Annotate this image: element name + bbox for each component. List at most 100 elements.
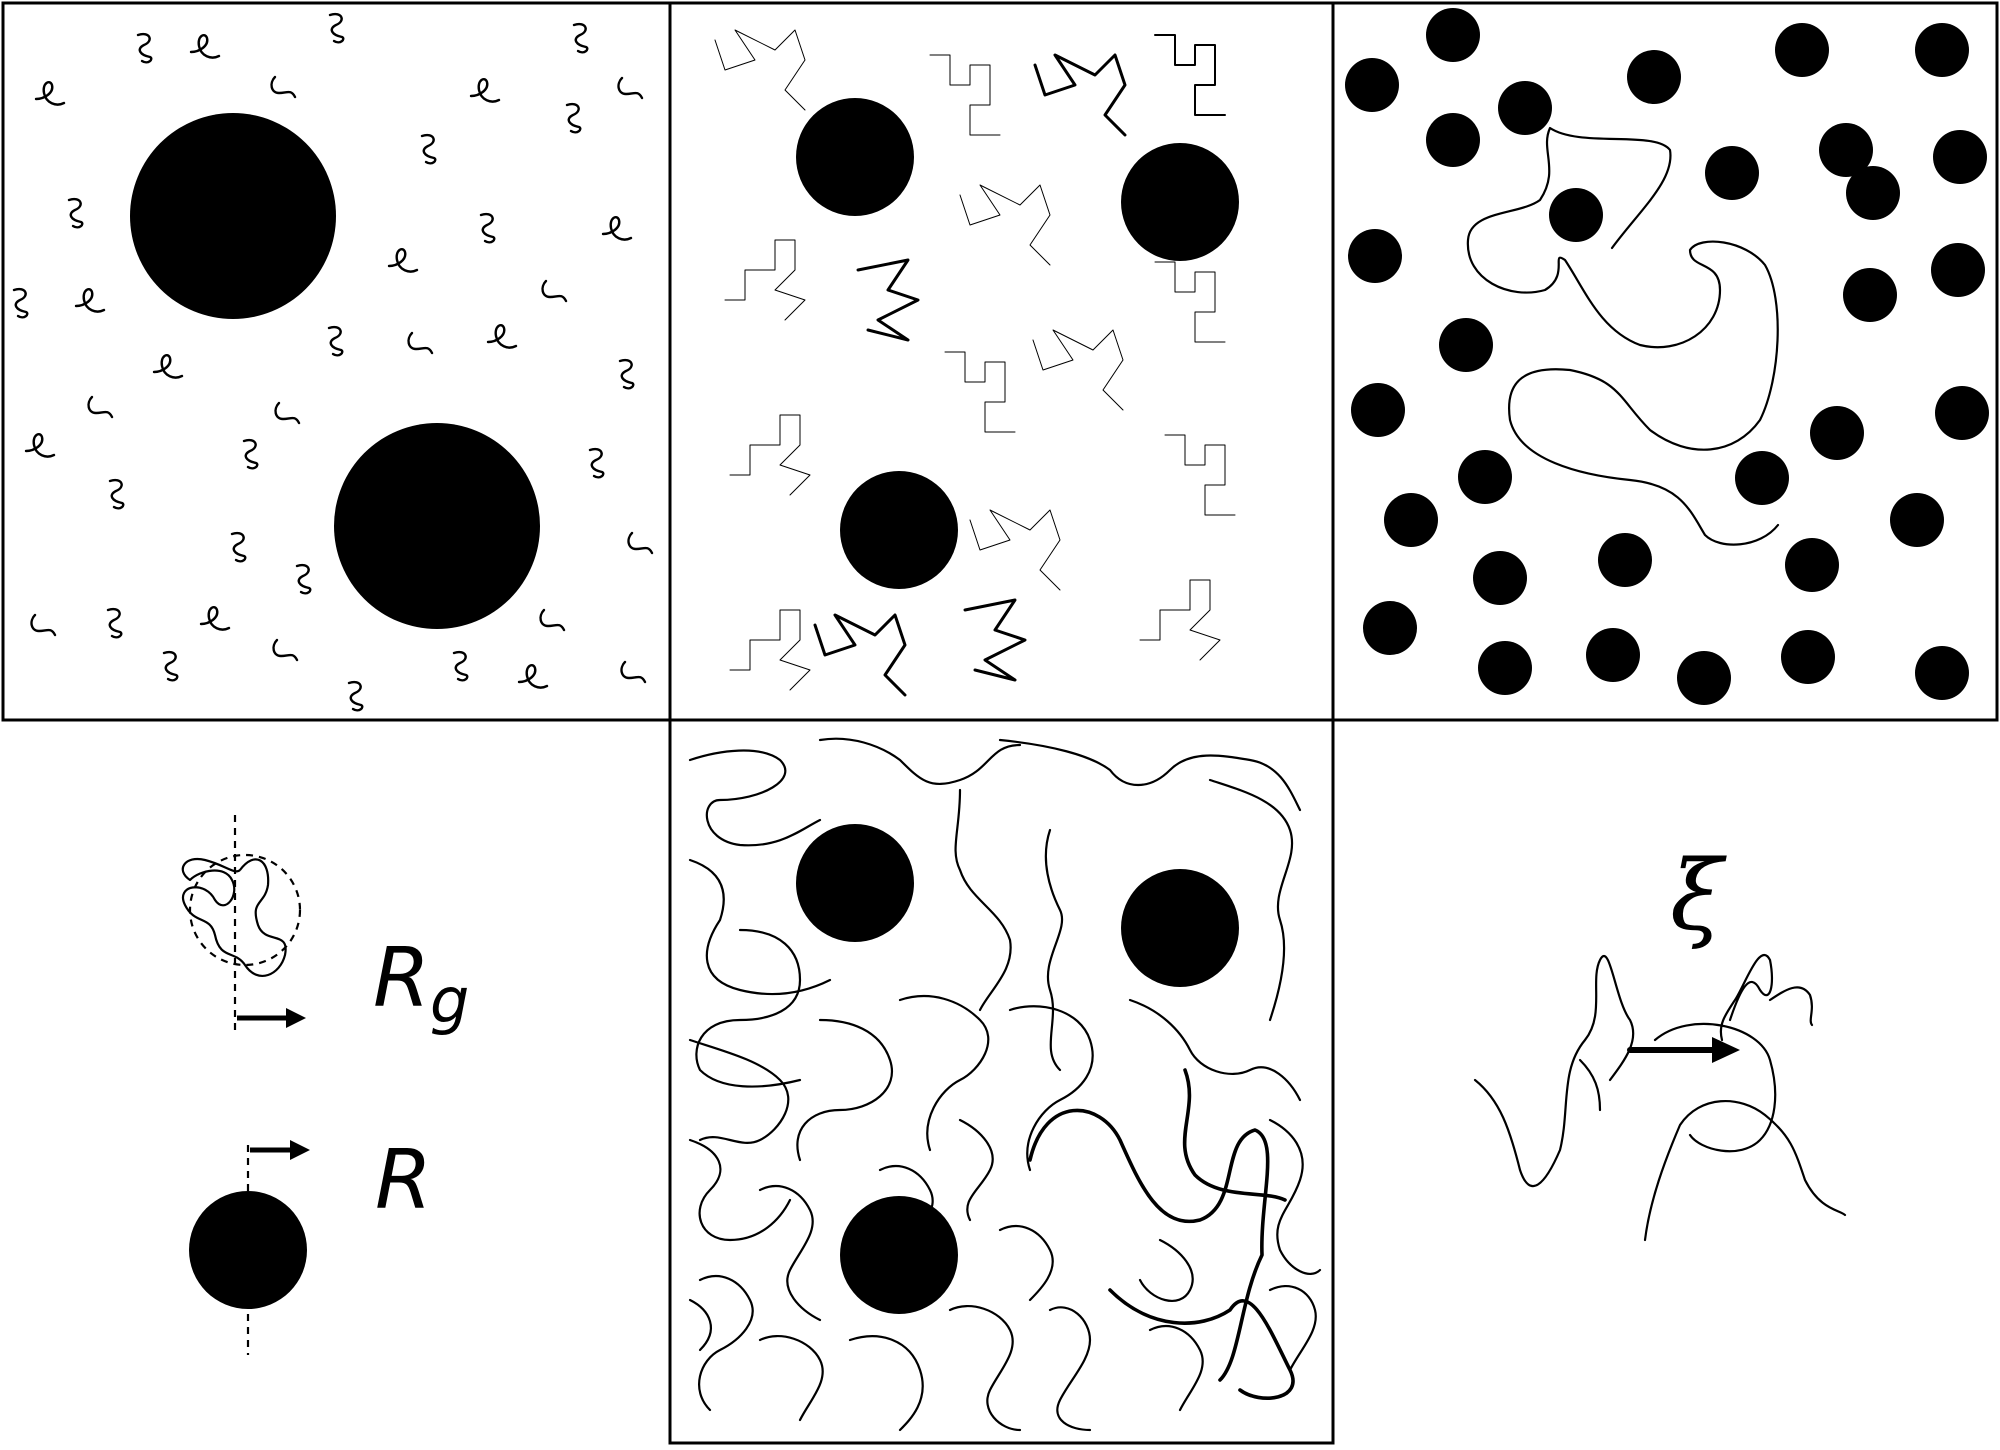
mesh-chain — [688, 1298, 712, 1352]
polymer-coil-icon — [181, 857, 287, 977]
small-coil — [199, 606, 231, 631]
small-particle — [1781, 630, 1835, 684]
small-coil — [242, 438, 259, 470]
arrow-head-icon — [290, 1140, 310, 1160]
small-coil — [387, 248, 419, 273]
small-particle — [1935, 386, 1989, 440]
medium-coil — [1139, 579, 1221, 661]
medium-coils — [714, 29, 1236, 697]
mesh-chain — [758, 1185, 822, 1322]
small-particle — [1598, 533, 1652, 587]
medium-coil — [856, 258, 920, 342]
small-particle — [1810, 406, 1864, 460]
mesh-strand — [1473, 955, 1635, 1188]
small-particle — [1846, 166, 1900, 220]
small-coil — [12, 287, 29, 319]
small-particles — [1345, 8, 1989, 705]
small-coil — [136, 32, 153, 64]
panel-mesh — [688, 737, 1322, 1432]
small-coil — [189, 34, 221, 59]
small-particle — [1363, 601, 1417, 655]
arrow-head-icon — [1712, 1037, 1740, 1063]
small-particle — [1775, 23, 1829, 77]
small-coil — [327, 325, 344, 357]
small-coil — [539, 608, 566, 632]
mesh-strand — [1653, 1022, 1777, 1153]
mesh-chain — [688, 749, 822, 847]
small-particle — [1890, 493, 1944, 547]
small-particle — [1498, 81, 1552, 135]
mesh-chain — [998, 1225, 1054, 1302]
mesh-strand — [1643, 1099, 1847, 1242]
mesh-chains — [688, 737, 1322, 1432]
large-particle — [334, 423, 540, 629]
label-rg-subscript: g — [429, 964, 470, 1037]
legend-particle-radius — [189, 1140, 310, 1355]
medium-particle — [840, 471, 958, 589]
small-particle — [1351, 383, 1405, 437]
small-particle — [1785, 538, 1839, 592]
small-coil — [588, 447, 605, 479]
small-coil — [541, 279, 568, 303]
mesh-chain — [796, 1018, 893, 1162]
mesh-chain — [758, 1335, 824, 1422]
small-coil — [152, 354, 184, 379]
medium-particle — [1121, 143, 1239, 261]
medium-coil — [959, 184, 1051, 266]
medium-coil — [729, 414, 811, 496]
medium-coil — [944, 351, 1016, 433]
medium-coil — [724, 239, 806, 321]
mesh-chain — [698, 1275, 754, 1412]
mesh-chain — [898, 995, 990, 1152]
small-coil — [87, 395, 114, 419]
small-coil — [618, 358, 635, 390]
large-polymer-chain — [1466, 126, 1780, 546]
mesh-chain — [818, 737, 1022, 785]
medium-coil — [729, 609, 811, 691]
small-particle — [1549, 188, 1603, 242]
small-particle — [1586, 628, 1640, 682]
small-coil — [407, 331, 434, 355]
small-coil — [272, 638, 299, 662]
legend-mesh-size — [1473, 953, 1847, 1242]
small-coil — [601, 216, 633, 241]
mesh-chain — [1138, 1238, 1194, 1302]
small-particle — [1458, 450, 1512, 504]
small-particle — [1931, 243, 1985, 297]
small-coil — [106, 607, 123, 639]
label-particle-radius: R — [375, 1133, 432, 1228]
small-coil — [420, 133, 437, 165]
medium-particle — [1121, 869, 1239, 987]
small-coil — [565, 102, 582, 134]
label-mesh-size: ξ — [1670, 840, 1723, 952]
medium-coil — [929, 54, 1001, 136]
mesh-chain — [958, 1118, 994, 1222]
small-coil — [30, 613, 57, 637]
small-particle — [1933, 130, 1987, 184]
medium-coil — [1032, 329, 1124, 411]
small-coil — [572, 22, 589, 54]
small-coil — [347, 680, 364, 712]
small-coil — [517, 664, 549, 689]
medium-coil — [714, 29, 806, 111]
medium-particle — [840, 1196, 958, 1314]
panel-frame-top-right — [1331, 1, 1999, 722]
panel-small-coils — [12, 12, 654, 712]
small-coil — [270, 75, 297, 99]
small-coil — [74, 288, 106, 313]
small-coil — [274, 401, 301, 425]
mesh-chain — [1268, 1285, 1317, 1372]
mesh-chain — [688, 1038, 790, 1144]
mesh-bold-chains — [1028, 1068, 1295, 1400]
medium-coil — [1154, 261, 1226, 343]
mesh-strand — [1719, 953, 1774, 1042]
medium-particle — [796, 98, 914, 216]
small-coils — [12, 12, 654, 712]
small-coil — [469, 78, 501, 103]
small-coil — [627, 531, 654, 555]
label-radius-of-gyration: Rg — [373, 938, 469, 1032]
small-coil — [162, 650, 179, 682]
small-particle — [1677, 651, 1731, 705]
